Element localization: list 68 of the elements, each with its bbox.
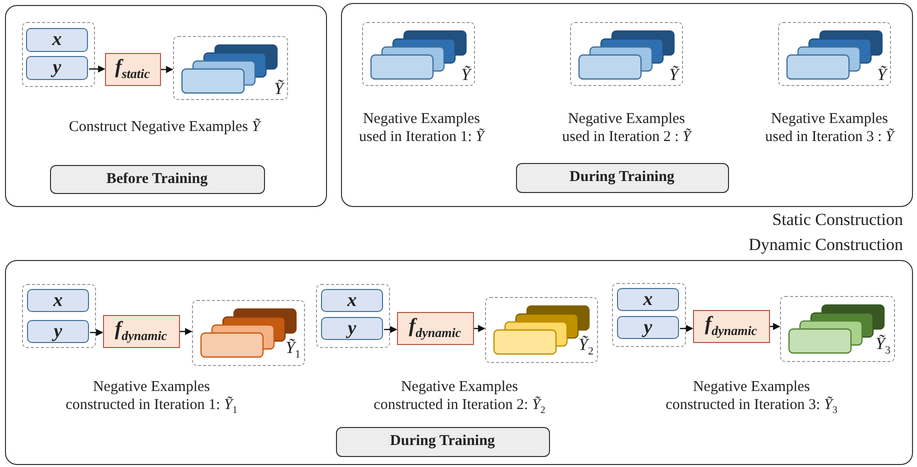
- arrow: [474, 324, 486, 332]
- section-label: Dynamic Construction: [748, 235, 903, 255]
- dashed-group: [22, 22, 94, 86]
- arrow: [180, 328, 192, 336]
- function-label: f$_{dynamic}$: [408, 315, 462, 341]
- dashed-group: [316, 284, 390, 348]
- dashed-group: [612, 282, 686, 346]
- arrow: [680, 324, 694, 332]
- arrow: [90, 328, 104, 336]
- panel: [341, 3, 913, 207]
- input-box: [27, 320, 89, 343]
- output-symbol: Ỹ: [274, 80, 284, 98]
- stage-label: Before Training: [106, 170, 208, 188]
- function-label: f$_{static}$: [115, 56, 150, 82]
- input-box: [26, 56, 88, 80]
- output-symbol: Ỹ: [877, 66, 886, 84]
- panel: [5, 260, 913, 465]
- variable-label: x: [52, 29, 62, 51]
- stage-label: During Training: [570, 169, 674, 186]
- output-symbol: Ỹ$_{2}$: [578, 336, 594, 360]
- input-box: [27, 289, 89, 312]
- function-box: [102, 314, 180, 348]
- input-box: [26, 28, 88, 52]
- output-symbol: Ỹ: [461, 66, 470, 84]
- variable-label: x: [53, 290, 63, 312]
- dashed-group: [22, 284, 96, 348]
- output-symbol: Ỹ: [669, 66, 678, 84]
- function-box: [104, 52, 160, 86]
- variable-label: y: [348, 318, 356, 340]
- stage-label: During Training: [390, 433, 495, 450]
- variable-label: y: [54, 320, 62, 342]
- stage-label-box: [336, 426, 550, 456]
- arrow: [89, 65, 106, 73]
- caption-text: Negative Examples constructed in Iteration 1: Ỹ$_{1}$: [66, 378, 238, 418]
- caption-text: Negative Examples used in Iteration 1: Ỹ: [358, 110, 486, 146]
- caption-text: Negative Examples constructed in Iteration 3: Ỹ$_{3}$: [666, 378, 838, 418]
- output-group: [780, 296, 894, 362]
- arrow: [161, 66, 174, 74]
- variable-label: y: [52, 57, 62, 79]
- output-group: [362, 22, 474, 86]
- section-label: Static Construction: [772, 210, 903, 230]
- caption-text: Negative Examples used in Iteration 3 : Ỹ: [764, 110, 896, 146]
- function-label: f$_{dynamic}$: [114, 318, 168, 344]
- function-label: f$_{dynamic}$: [704, 313, 758, 339]
- function-box: [692, 310, 770, 342]
- variable-label: x: [347, 290, 357, 312]
- output-group: [172, 36, 288, 100]
- arrow: [384, 326, 398, 334]
- output-group: [192, 300, 304, 366]
- caption-text: Negative Examples constructed in Iteration 2: Ỹ$_{2}$: [374, 378, 546, 418]
- input-box: [321, 317, 383, 340]
- output-symbol: Ỹ$_{1}$: [286, 339, 300, 362]
- output-group: [778, 22, 890, 86]
- variable-label: y: [644, 316, 652, 338]
- stage-label-box: [516, 162, 728, 192]
- caption-text: Negative Examples used in Iteration 2 : Ỹ: [561, 110, 694, 146]
- panel: [5, 5, 327, 207]
- caption-text: Construct Negative Examples Ỹ: [68, 118, 262, 136]
- input-box: [617, 288, 679, 311]
- output-group: [570, 22, 682, 86]
- output-symbol: Ỹ$_{3}$: [876, 335, 890, 358]
- function-box: [396, 312, 474, 344]
- output-group: [484, 296, 598, 362]
- arrow: [770, 322, 780, 330]
- input-box: [321, 289, 383, 312]
- input-box: [617, 316, 679, 339]
- stage-label-box: [50, 164, 264, 194]
- variable-label: x: [643, 288, 653, 310]
